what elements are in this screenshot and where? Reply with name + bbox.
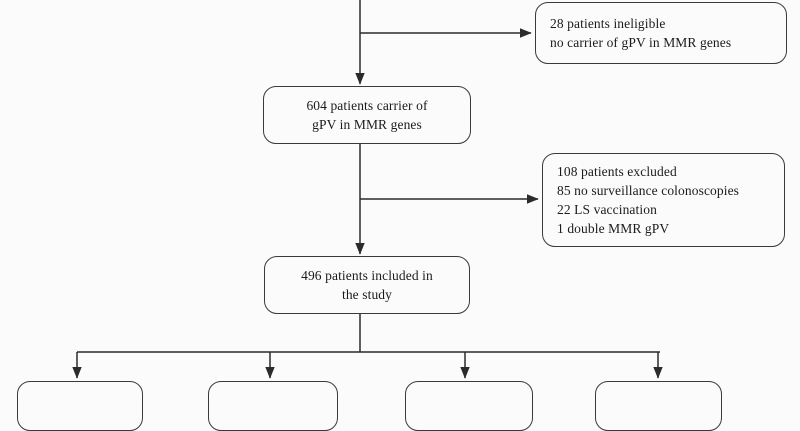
node-group-4 [595,381,722,431]
node-excluded-patients-label: 108 patients excluded 85 no surveillance… [557,163,740,237]
node-group-4-label [596,402,721,410]
node-included-patients: 496 patients included in the study [264,256,470,314]
node-ineligible-patients-label: 28 patients ineligible no carrier of gPV… [550,15,732,50]
node-group-3-label [406,402,532,410]
node-excluded-patients: 108 patients excluded 85 no surveillance… [542,153,785,247]
node-group-2-label [209,402,337,410]
node-group-3 [405,381,533,431]
node-group-1-label [18,402,142,410]
node-included-patients-label: 496 patients included in the study [301,267,433,302]
node-group-2 [208,381,338,431]
node-group-1 [17,381,143,431]
node-carrier-patients-label: 604 patients carrier of gPV in MMR genes [306,97,428,132]
node-carrier-patients: 604 patients carrier of gPV in MMR genes [263,86,471,144]
connector-lines [72,0,663,379]
study-flow-diagram: 604 patients carrier of gPV in MMR genes… [17,0,787,431]
node-ineligible-patients: 28 patients ineligible no carrier of gPV… [535,2,787,64]
